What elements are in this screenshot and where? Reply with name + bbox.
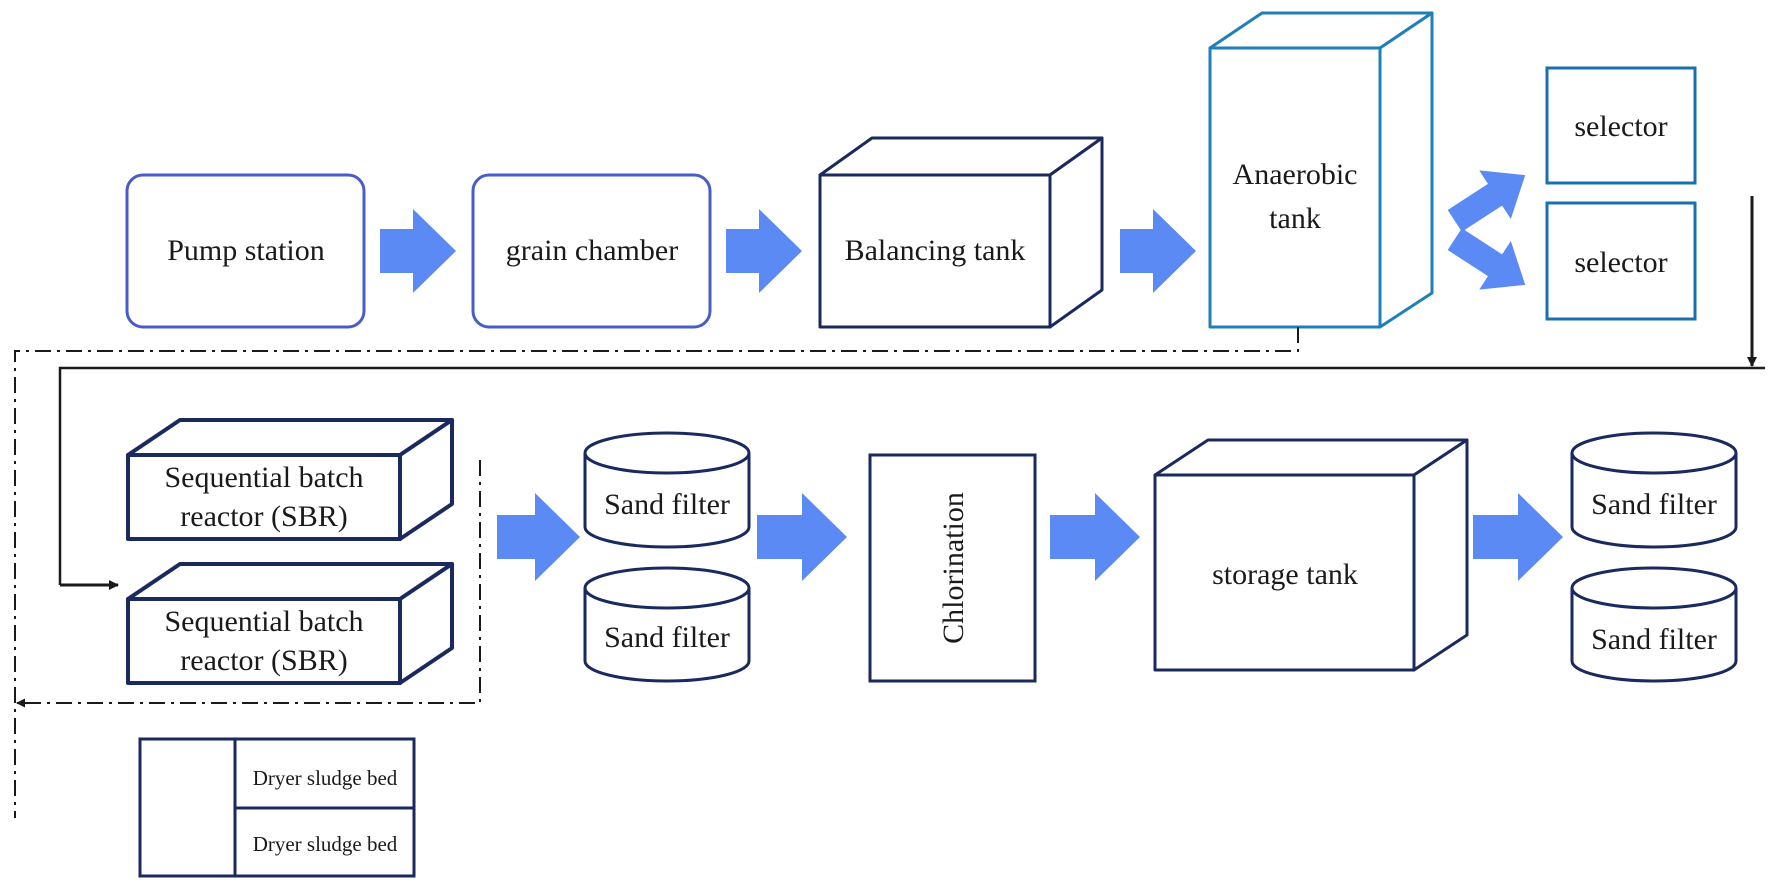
grain-chamber-label: grain chamber — [506, 234, 678, 267]
sand-filter-1-label: Sand filter — [604, 488, 730, 521]
sbr-top-label-line2: reactor (SBR) — [180, 500, 347, 533]
anaerobic-tank-label-line2: tank — [1269, 202, 1321, 235]
flow-arrow-1 — [380, 209, 456, 293]
balancing-tank-node: Balancing tank — [818, 136, 1104, 329]
chlorination-node: Chlorination — [868, 453, 1037, 683]
sand-filter-4-label: Sand filter — [1591, 623, 1717, 656]
storage-tank-node: storage tank — [1153, 438, 1469, 672]
sbr-bottom-label-line2: reactor (SBR) — [180, 644, 347, 677]
flow-arrow-to-selector-bottom — [1447, 228, 1526, 290]
dryer-sludge-bed-node: Dryer sludge bed Dryer sludge bed — [138, 737, 416, 878]
flow-arrow-3 — [1120, 209, 1196, 293]
anaerobic-tank-label-line1: Anaerobic — [1233, 158, 1358, 191]
grain-chamber-node: grain chamber — [471, 173, 712, 329]
flow-arrow-4 — [497, 493, 580, 581]
pump-station-node: Pump station — [125, 173, 366, 329]
sbr-bottom-label-line1: Sequential batch — [164, 605, 363, 638]
flow-arrow-5 — [757, 493, 847, 581]
sludge-bed-2-label: Dryer sludge bed — [253, 832, 398, 856]
sand-filter-2-node: Sand filter — [583, 566, 751, 683]
sludge-line — [14, 327, 1299, 818]
pump-station-label: Pump station — [167, 234, 325, 267]
sand-filter-3-label: Sand filter — [1591, 488, 1717, 521]
flow-arrow-2 — [726, 209, 802, 293]
balancing-tank-label: Balancing tank — [845, 234, 1026, 267]
flow-arrow-to-selector-top — [1447, 170, 1526, 232]
sand-filter-2-label: Sand filter — [604, 621, 730, 654]
flow-arrow-6 — [1050, 493, 1140, 581]
selector-bottom-label: selector — [1574, 246, 1667, 279]
sand-filter-1-node: Sand filter — [583, 431, 751, 549]
sbr-bottom-node: Sequential batch reactor (SBR) — [126, 562, 454, 685]
chlorination-label: Chlorination — [937, 492, 970, 644]
sand-filter-4-node: Sand filter — [1570, 566, 1738, 683]
sludge-bed-1-label: Dryer sludge bed — [253, 766, 398, 790]
selector-top-node: selector — [1545, 66, 1697, 185]
flow-arrow-7 — [1473, 493, 1563, 581]
sand-filter-3-node: Sand filter — [1570, 431, 1738, 549]
storage-tank-label: storage tank — [1212, 558, 1358, 591]
selector-top-label: selector — [1574, 110, 1667, 143]
selector-bottom-node: selector — [1545, 201, 1697, 321]
anaerobic-tank-node: Anaerobic tank — [1208, 11, 1434, 329]
selector-to-sbr-connector — [58, 196, 1765, 590]
sbr-top-node: Sequential batch reactor (SBR) — [126, 418, 454, 541]
sbr-top-label-line1: Sequential batch — [164, 461, 363, 494]
